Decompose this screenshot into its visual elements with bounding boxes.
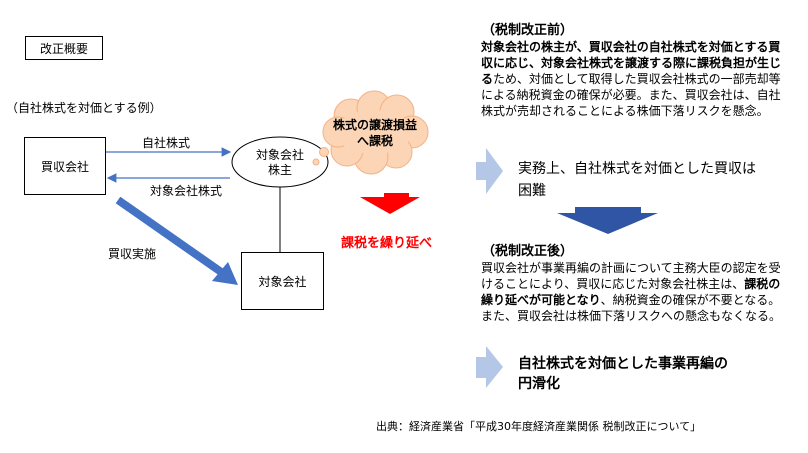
acquirer-box: 買収会社 [24, 137, 106, 195]
source-citation: 出典：経済産業省「平成30年度経済産業関係 税制改正について」 [376, 420, 702, 433]
after-result: 自社株式を対価とした事業再編の 円滑化 [518, 354, 728, 394]
target-company-label: 対象会社 [258, 274, 307, 289]
target-shares-label: 対象会社株式 [150, 184, 223, 198]
summary-title: 改正概要 [39, 41, 88, 56]
blue-down-arrow [557, 207, 658, 234]
example-label: （自社株式を対価とする例） [6, 101, 162, 115]
after-paragraph-part2: 、納税資金の確保が不要となる。また、買収会社は株価下落リスクへの懸念もなくなる。 [481, 293, 782, 323]
after-right-arrow [476, 346, 503, 388]
acquisition-label: 買収実施 [108, 247, 157, 261]
red-down-arrow [360, 193, 420, 214]
acquirer-label: 買収会社 [40, 159, 89, 174]
after-result-line1: 自社株式を対価とした事業再編の [518, 356, 728, 372]
own-shares-label: 自社株式 [142, 136, 191, 150]
shareholder-label-line1: 対象会社 [255, 148, 304, 162]
summary-title-box: 改正概要 [25, 36, 103, 60]
before-heading: （税制改正前） [482, 23, 574, 38]
before-paragraph: 対象会社の株主が、買収会社の自社株式を対価とする買収に応じ、対象会社株式を譲渡す… [481, 39, 781, 119]
after-paragraph: 買収会社が事業再編の計画について主務大臣の認定を受けることにより、買収に応じた対… [481, 260, 781, 324]
tax-deferral-text: 課税を繰り延べ [341, 236, 433, 251]
shareholder-label: 対象会社 株主 [246, 148, 314, 178]
target-company-box: 対象会社 [241, 252, 324, 310]
shareholder-label-line2: 株主 [267, 163, 292, 177]
cloud-text: 株式の譲渡損益 へ課税 [332, 117, 418, 149]
after-heading: （税制改正後） [482, 244, 574, 259]
after-result-line2: 円滑化 [518, 376, 560, 392]
before-result-line1: 実務上、自社株式を対価とした買収は [518, 161, 756, 177]
before-result-line2: 困難 [518, 183, 546, 199]
after-paragraph-part1: 買収会社が事業再編の計画について主務大臣の認定を受けることにより、買収に応じた対… [481, 261, 781, 291]
acquisition-arrow-head [212, 262, 238, 285]
acquisition-arrow-shaft [115, 196, 227, 278]
shareholder-ellipse [231, 136, 329, 188]
before-result: 実務上、自社株式を対価とした買収は 困難 [518, 158, 756, 202]
before-paragraph-normal: ため、対価として取得した買収会社株式の一部売却等による納税資金の確保が必要。また… [481, 72, 781, 118]
thought-cloud [312, 90, 429, 175]
cloud-text-line2: へ課税 [356, 134, 393, 148]
cloud-text-line1: 株式の譲渡損益 [332, 118, 417, 132]
before-right-arrow [476, 148, 503, 194]
after-paragraph-bold: 課税の繰り延べが可能となり [481, 277, 781, 307]
before-paragraph-bold: 対象会社の株主が、買収会社の自社株式を対価とする買収に応じ、対象会社株式を譲渡す… [481, 40, 782, 86]
